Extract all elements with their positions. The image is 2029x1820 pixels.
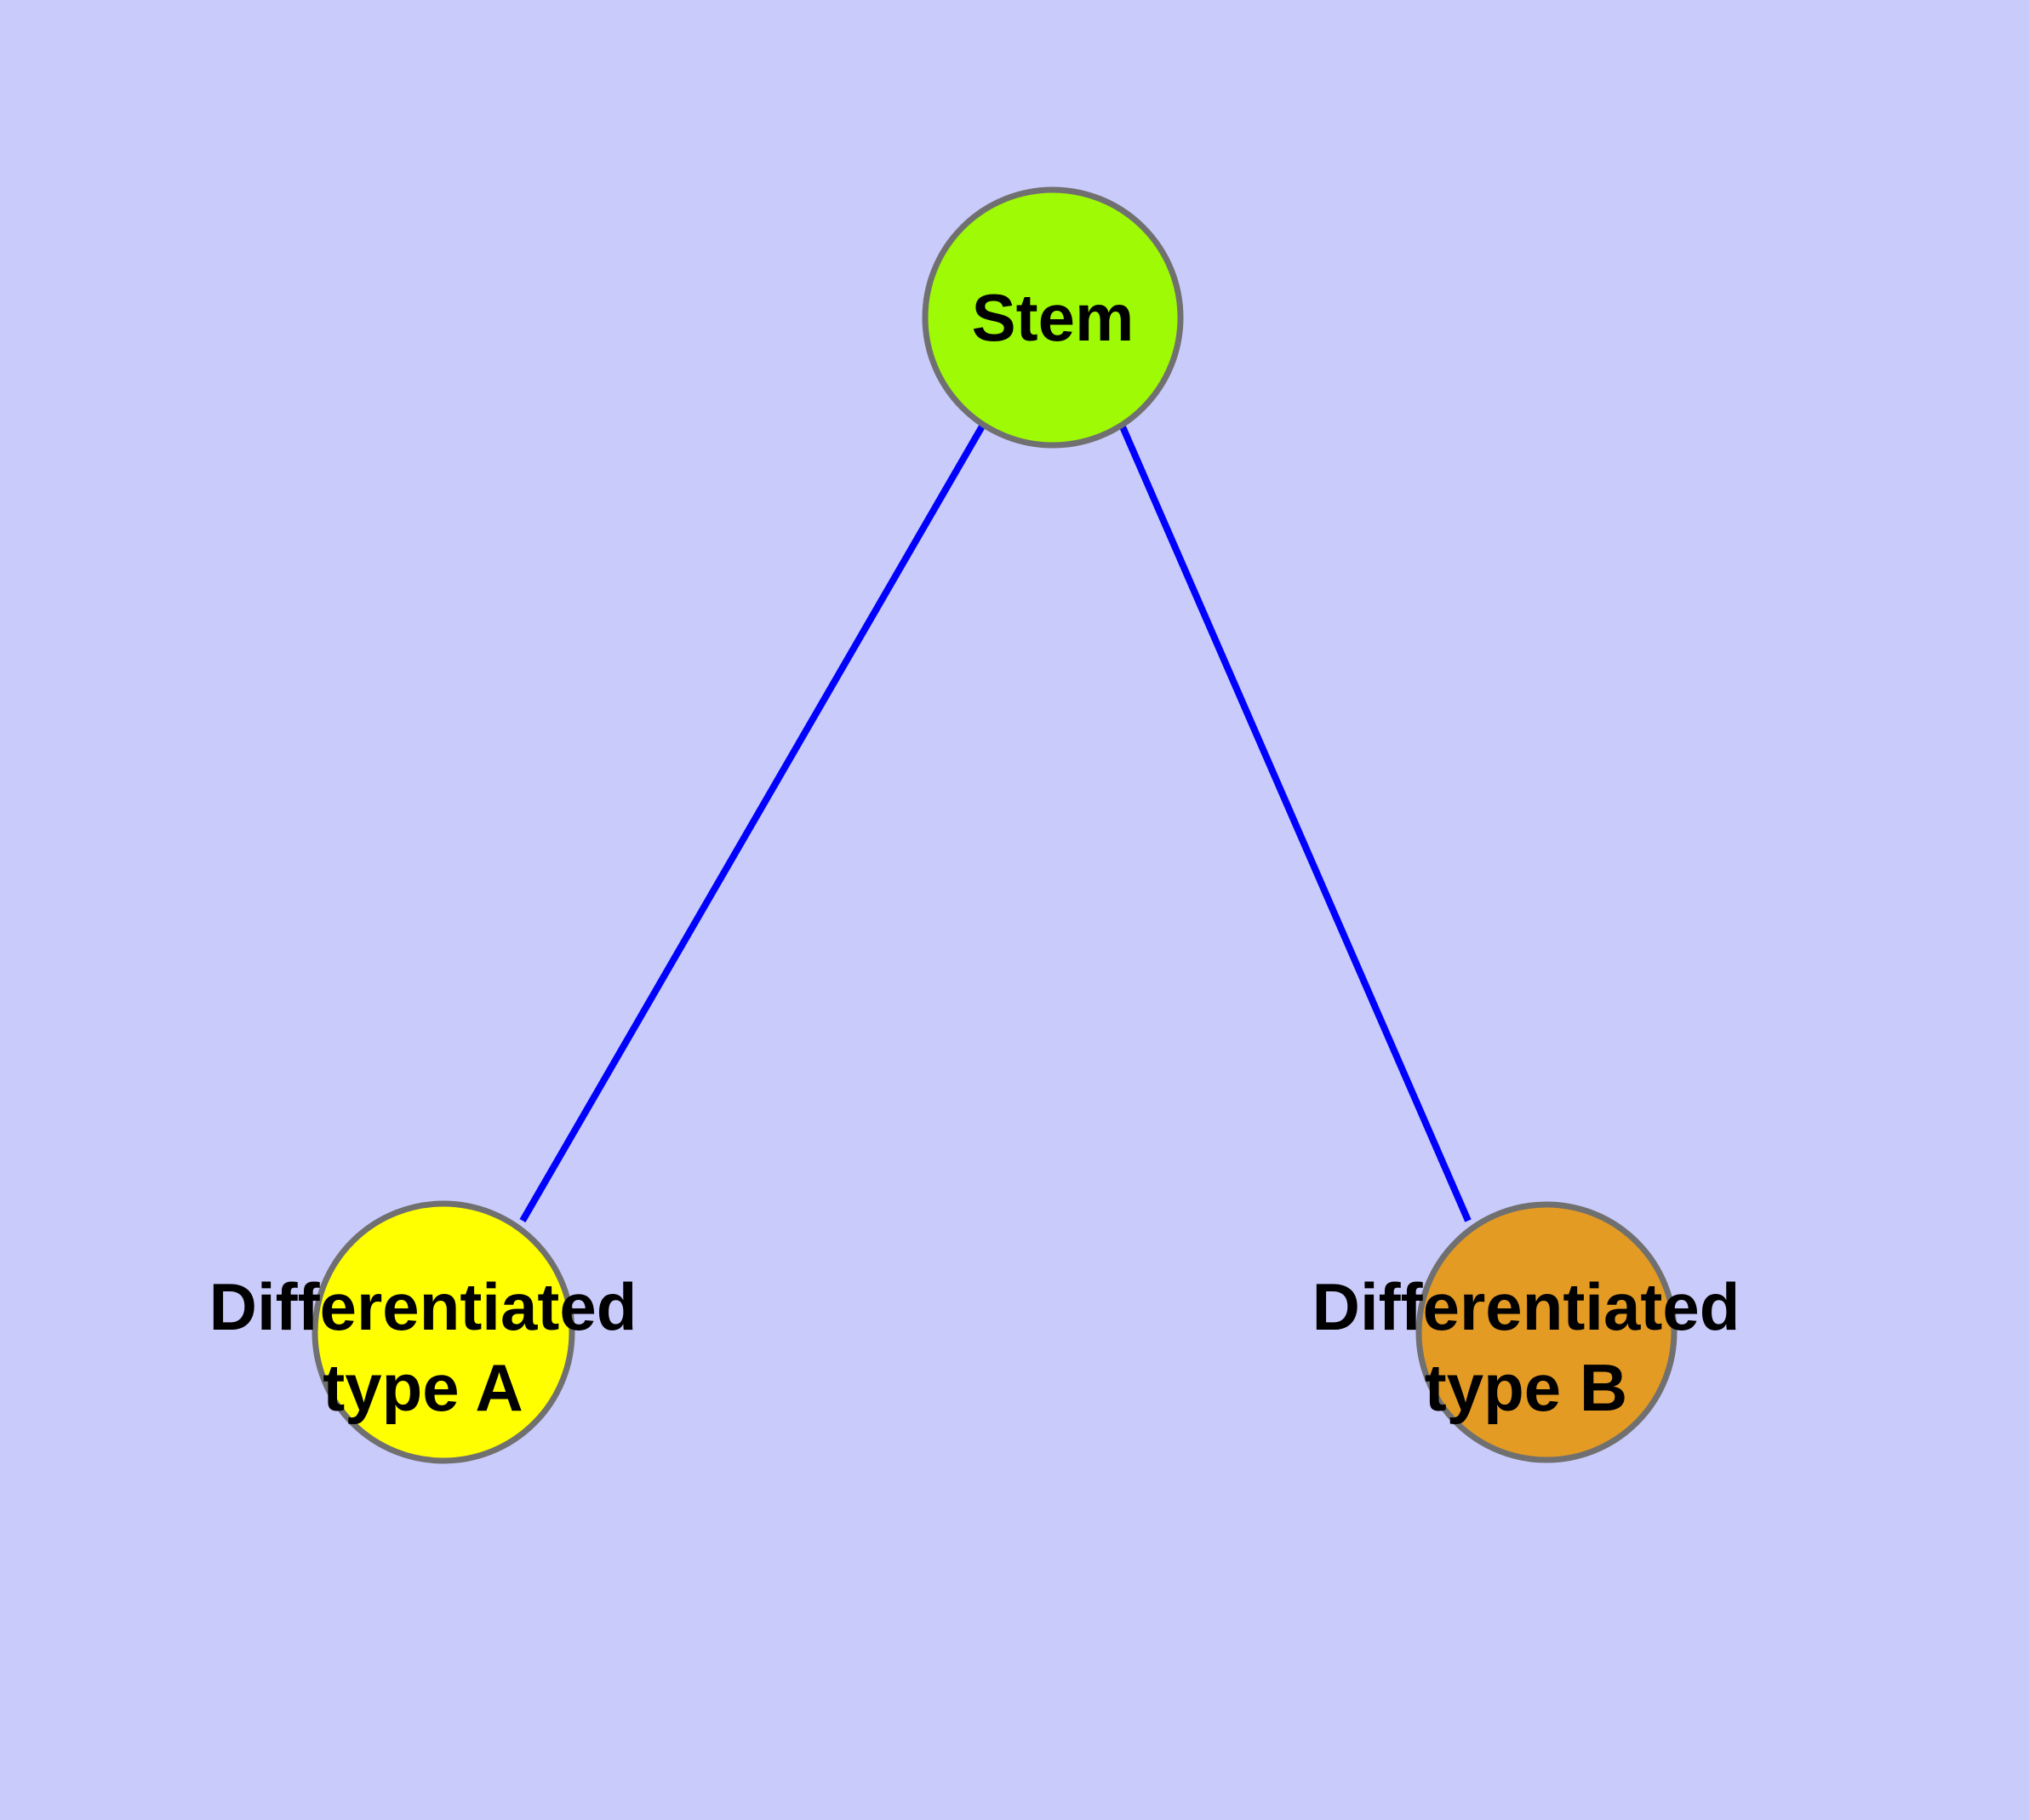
node-differentiated-type-b-circle[interactable] — [1415, 1201, 1677, 1463]
node-differentiated-type-b-label-line2: type B — [1425, 1350, 1627, 1425]
node-stem[interactable]: Stem — [922, 186, 1184, 449]
node-stem-label: Stem — [972, 280, 1135, 355]
node-differentiated-type-a[interactable]: Differentiated type A — [209, 1200, 637, 1464]
node-differentiated-type-a-circle[interactable] — [311, 1200, 575, 1464]
edge-stem-to-differentiated-type-b[interactable] — [1118, 423, 1472, 1222]
node-differentiated-type-b[interactable]: Differentiated type B — [1312, 1201, 1740, 1463]
node-differentiated-type-a-label-line1: Differentiated — [209, 1269, 637, 1344]
node-stem-circle[interactable] — [922, 186, 1184, 449]
node-differentiated-type-b-label-line1: Differentiated — [1312, 1269, 1740, 1344]
edge-group — [519, 422, 1472, 1223]
node-differentiated-type-a-label-line2: type A — [323, 1350, 523, 1425]
edge-stem-to-differentiated-type-a[interactable] — [519, 422, 986, 1223]
